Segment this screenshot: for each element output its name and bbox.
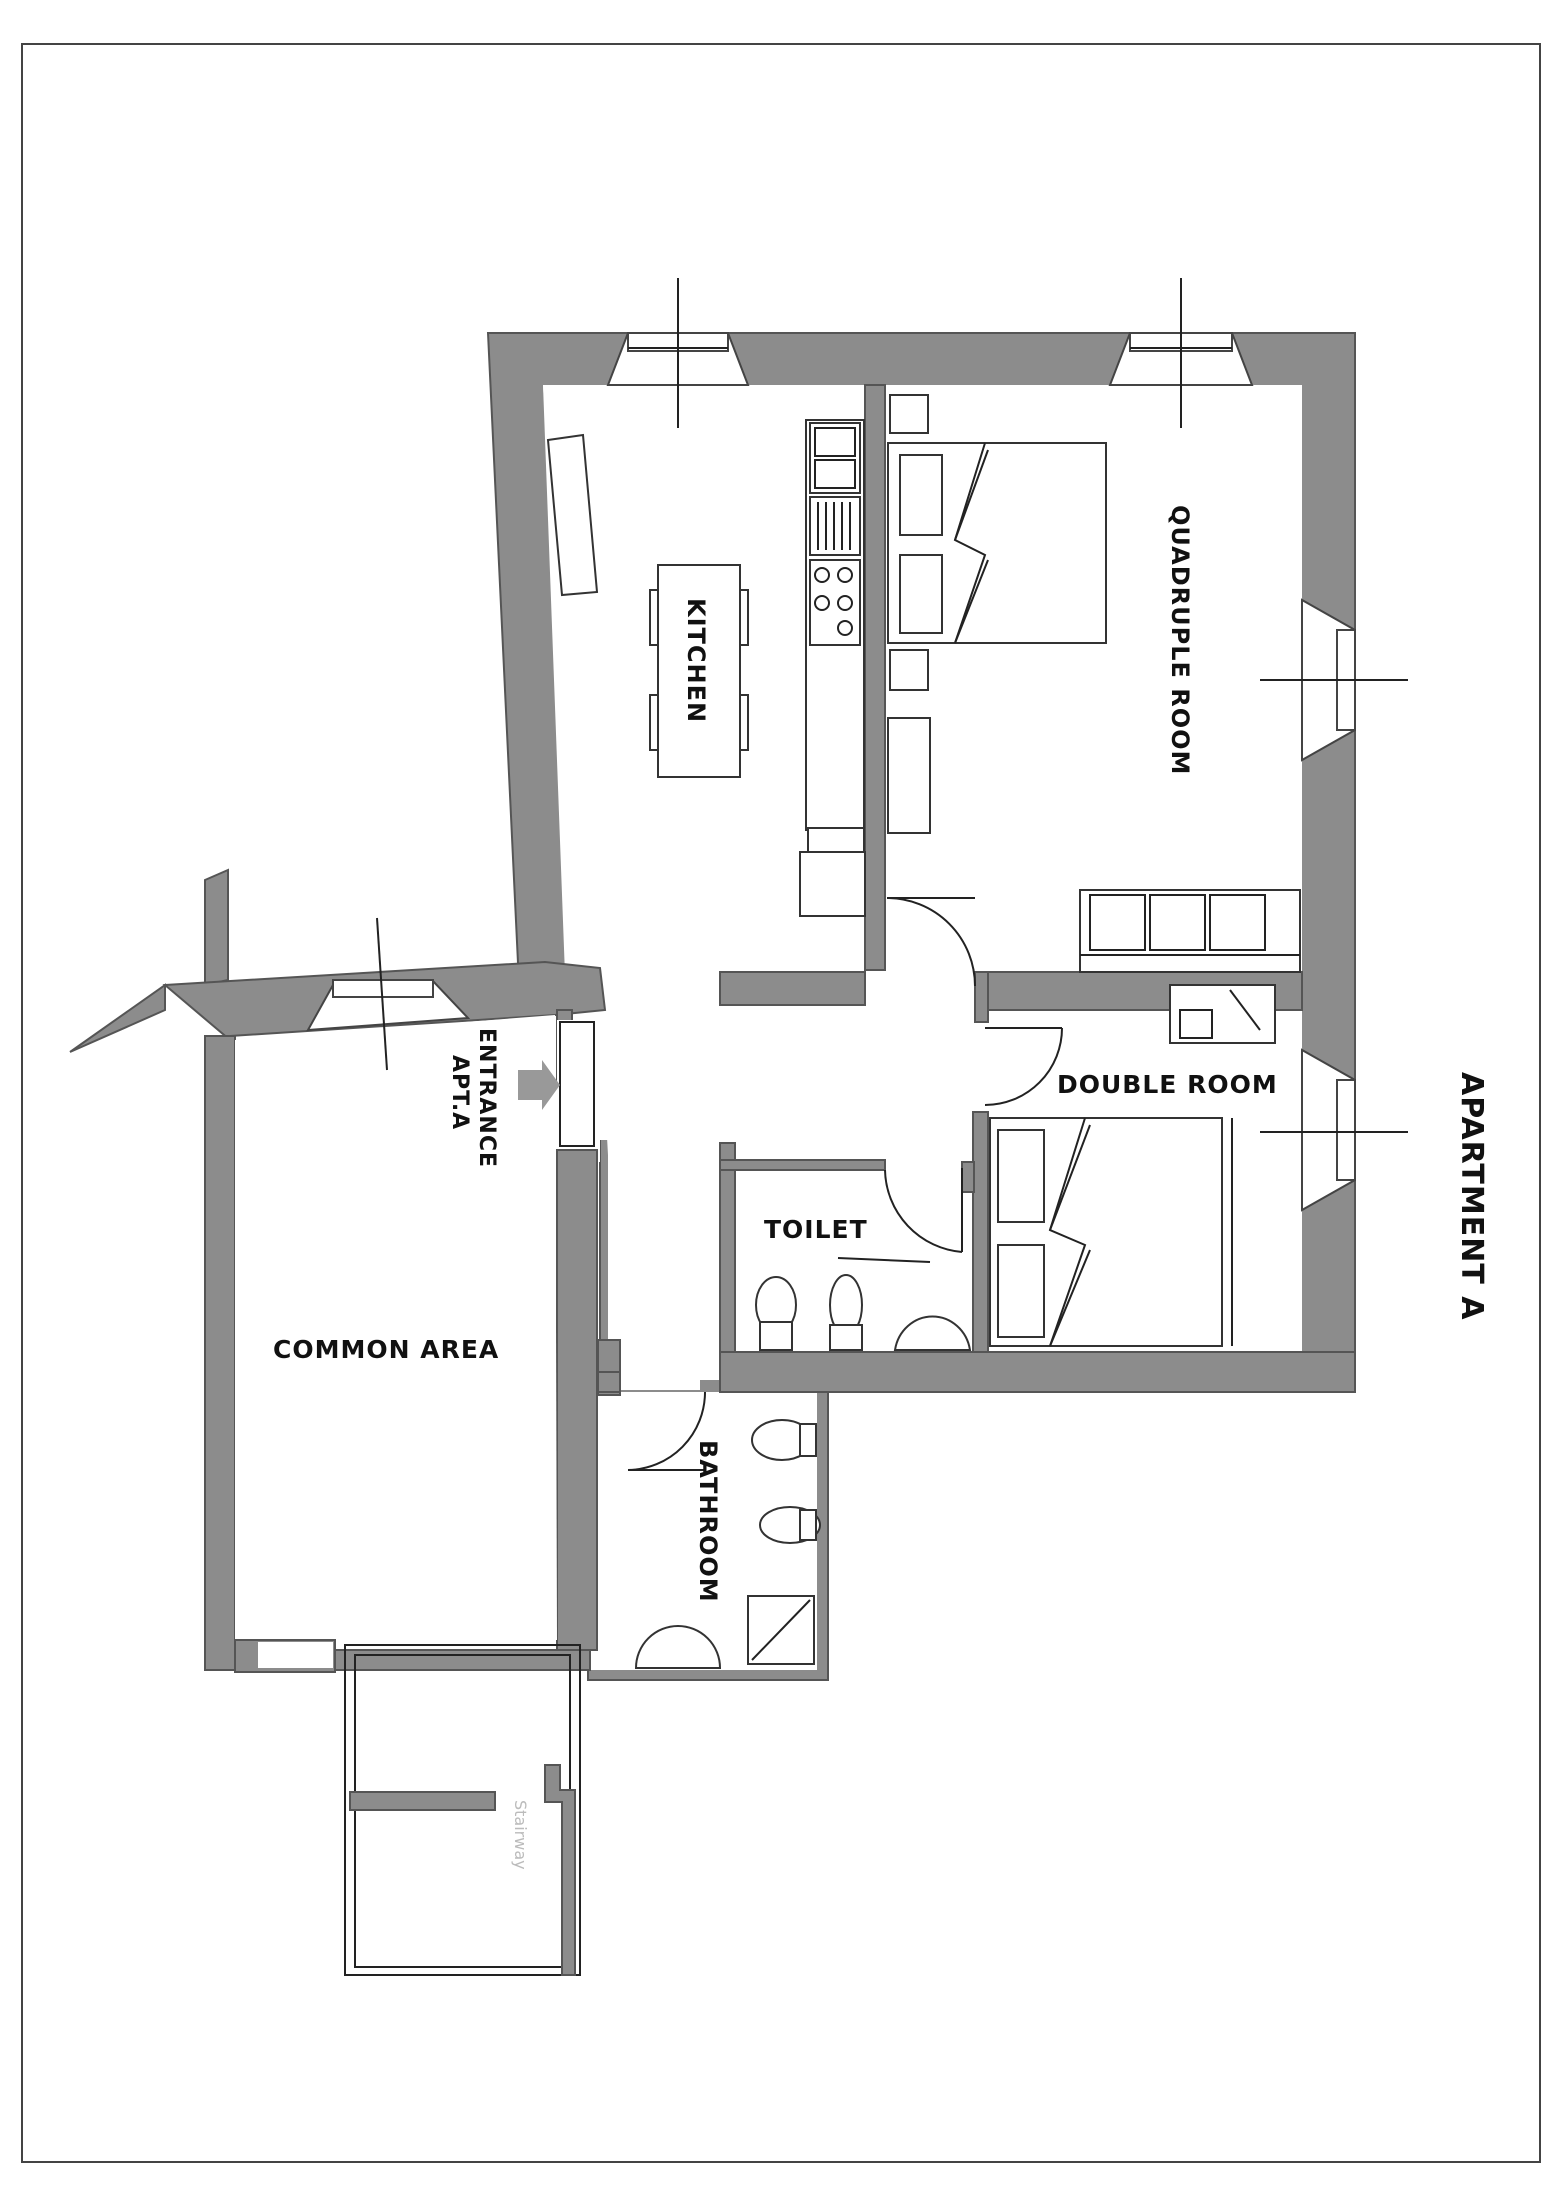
entrance-label-line1: ENTRANCE [474, 1028, 499, 1168]
bathroom-label: BATHROOM [694, 1440, 722, 1603]
quadruple-room-furniture [887, 394, 1301, 973]
apartment-title: APARTMENT A [1454, 1072, 1489, 1320]
kitchen-label: KITCHEN [682, 598, 710, 723]
entrance-arrow-icon [518, 1060, 560, 1110]
room-labels: KITCHEN QUADRUPLE ROOM DOUBLE ROOM TOILE… [273, 505, 1489, 1603]
double-room-label: DOUBLE ROOM [1057, 1070, 1278, 1099]
toilet-label: TOILET [764, 1215, 868, 1244]
windows [606, 278, 1408, 1212]
kitchen-furniture [546, 419, 866, 917]
bathroom-fixtures [634, 1419, 821, 1669]
common-area-walls [69, 868, 607, 1671]
common-area-label: COMMON AREA [273, 1335, 499, 1364]
quadruple-room-label: QUADRUPLE ROOM [1166, 505, 1194, 775]
common-area-window [306, 917, 471, 1071]
doors [627, 897, 1063, 1471]
toilet-fixtures [755, 1257, 972, 1351]
stairway: Stairway [234, 1639, 581, 1976]
double-room-furniture [989, 984, 1276, 1347]
page-frame [21, 43, 1541, 2163]
stairway-label: Stairway [511, 1800, 530, 1870]
entrance-label-line2: APT.A [447, 1055, 472, 1130]
